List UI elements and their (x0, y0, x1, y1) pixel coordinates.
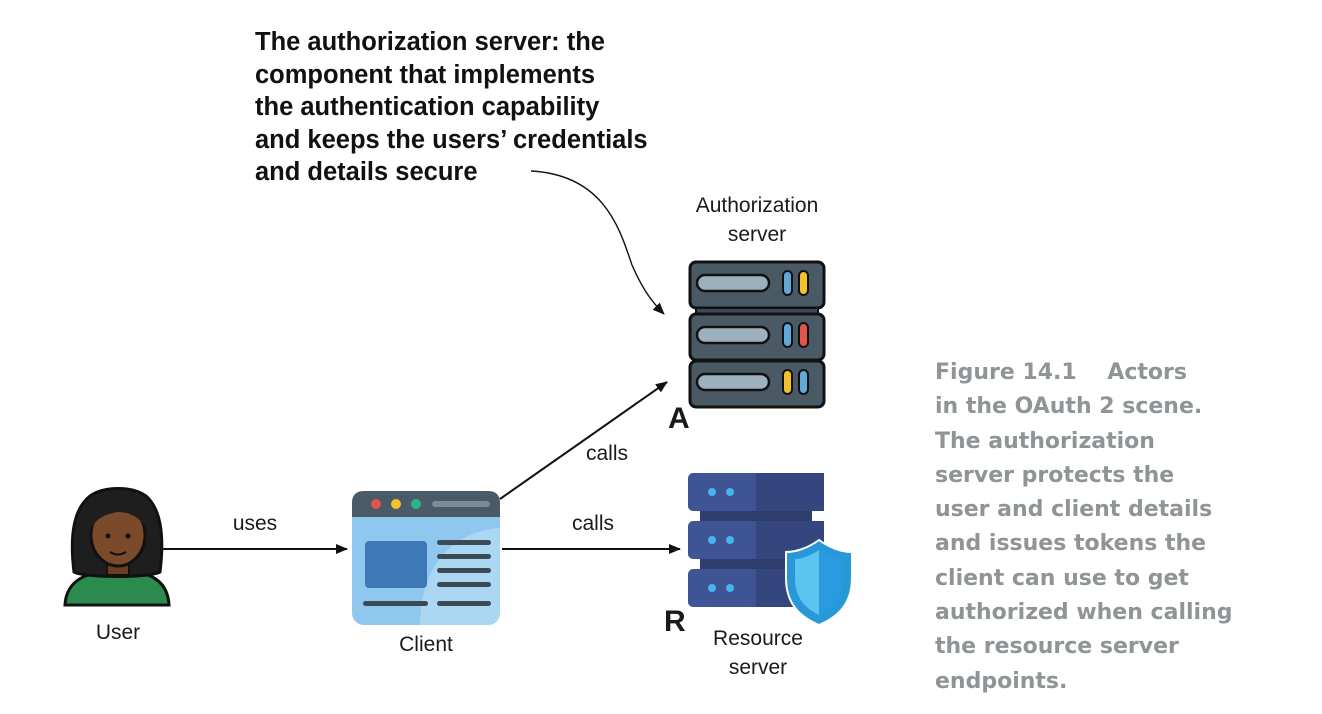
edge-label-calls-auth: calls (585, 442, 628, 465)
authorization-server-label-line2: server (727, 223, 787, 246)
resource-server-letter: R (664, 605, 686, 638)
client-label: Client (399, 633, 453, 656)
authorization-server-letter: A (668, 402, 690, 435)
caption-line: user and client details (935, 497, 1213, 523)
edge-label-uses: uses (232, 512, 278, 535)
shielded-server-icon (688, 473, 853, 627)
caption-line: Figure 14.1 Actors (935, 360, 1187, 385)
annotation-line: the authentication capability (255, 93, 600, 121)
annotation-text: The authorization server: the component … (255, 26, 648, 189)
user-label: User (95, 621, 141, 644)
caption-line: client can use to get (935, 565, 1189, 591)
annotation-line: The authorization server: the (255, 28, 605, 56)
annotation-line: and keeps the users’ credentials (255, 125, 648, 154)
authorization-server-label-line1: Authorization (695, 194, 819, 217)
caption-line: The authorization (935, 428, 1155, 454)
caption-line: and issues tokens the (935, 531, 1207, 557)
edge-label-calls-resource: calls (571, 512, 614, 535)
annotation-line: and details secure (255, 158, 478, 186)
authorization-server-label: Authorization server (667, 191, 847, 249)
browser-window-icon (352, 491, 500, 625)
figure-caption: Figure 14.1 Actors in the OAuth 2 scene.… (935, 356, 1232, 699)
caption-line: the resource server (935, 634, 1179, 660)
caption-line: server protects the (935, 462, 1175, 488)
caption-line: authorized when calling (935, 600, 1233, 626)
annotation-line: component that implements (255, 60, 596, 89)
resource-server-label: Resource server (668, 624, 848, 682)
server-rack-icon (688, 260, 826, 409)
resource-server-label-line2: server (728, 656, 788, 679)
caption-line: in the OAuth 2 scene. (935, 394, 1203, 420)
resource-server-label-line1: Resource (713, 627, 803, 650)
user-avatar-icon (63, 487, 171, 607)
edge-client-to-auth (499, 381, 668, 500)
annotation-arrow (530, 170, 665, 315)
caption-line: endpoints. (935, 668, 1068, 694)
